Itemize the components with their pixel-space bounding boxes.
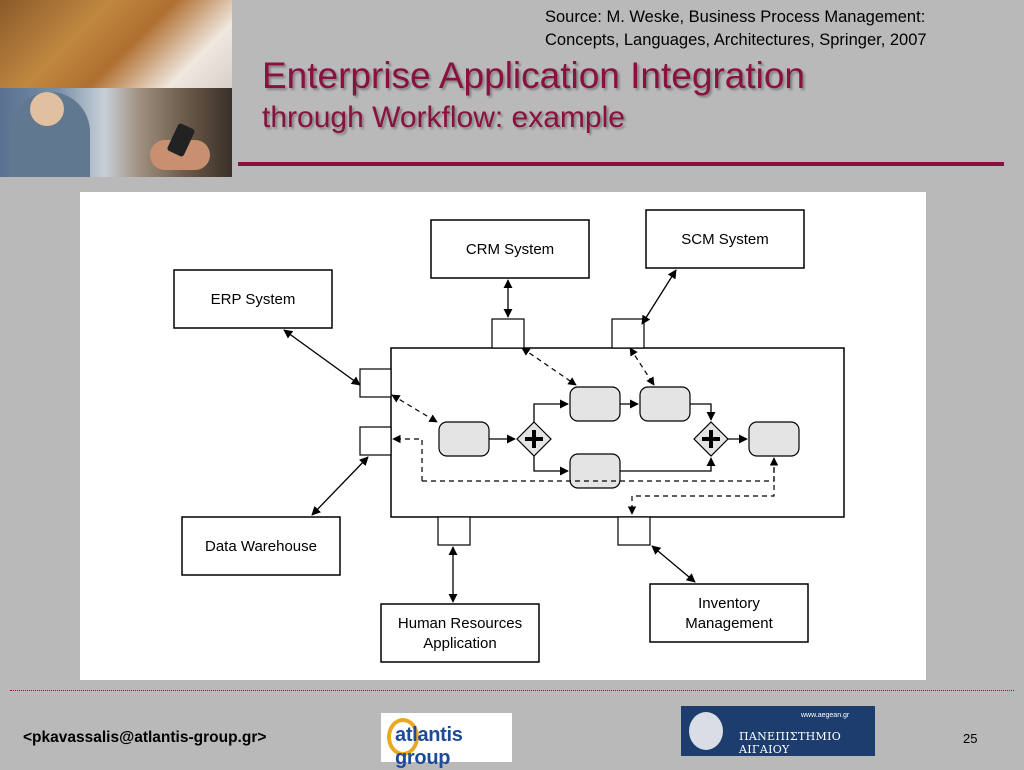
task-2 (569, 386, 621, 422)
task-3 (639, 386, 691, 422)
dw-port (359, 426, 392, 456)
hr-application-box: Human Resources Application (380, 603, 540, 663)
data-warehouse-label: Data Warehouse (205, 538, 317, 555)
erp-connector (283, 329, 361, 386)
diagram-panel: CRM System SCM System ERP System Data Wa… (80, 192, 926, 680)
atlantis-ring-icon (387, 718, 419, 756)
eai-workflow-diagram: CRM System SCM System ERP System Data Wa… (173, 209, 845, 663)
erp-system-box: ERP System (173, 269, 333, 329)
source-line-1: Source: M. Weske, Business Process Manag… (545, 8, 926, 26)
inventory-port (617, 516, 651, 546)
inventory-label-2: Management (685, 615, 773, 632)
author-email: <pkavassalis@atlantis-group.gr> (23, 729, 267, 746)
crm-system-label: CRM System (466, 241, 554, 258)
university-seal-icon (689, 712, 723, 750)
aegean-university-name: ΠΑΝΕΠΙΣΤΗΜΙΟ ΑΙΓΑΙΟΥ (739, 730, 842, 756)
page-number: 25 (963, 731, 978, 746)
header-photo-collage (0, 0, 232, 177)
slide-subtitle: through Workflow: example (262, 101, 625, 134)
task-5 (748, 421, 800, 457)
task-4 (569, 453, 621, 489)
control-flow (489, 399, 748, 476)
inventory-label-1: Inventory (698, 595, 760, 612)
data-flow (391, 347, 779, 515)
scm-system-label: SCM System (681, 231, 769, 248)
slide-title: Enterprise Application Integration (262, 55, 806, 96)
meeting-photo (0, 0, 232, 88)
title-divider (238, 162, 1004, 166)
task-1 (438, 421, 490, 457)
dw-connector (311, 456, 369, 516)
atlantis-logo-text: atlantis group (395, 724, 463, 769)
source-citation: Source: M. Weske, Business Process Manag… (545, 6, 1015, 52)
inventory-connector (651, 545, 696, 583)
crm-port (491, 318, 525, 349)
erp-port (359, 368, 392, 398)
hr-application-label-1: Human Resources (398, 615, 522, 632)
scm-connector (641, 269, 677, 325)
person-head (30, 92, 64, 126)
hr-port (437, 516, 471, 546)
source-line-2: Concepts, Languages, Architectures, Spri… (545, 31, 927, 49)
university-aegean-logo: www.aegean.gr ΠΑΝΕΠΙΣΤΗΜΙΟ ΑΙΓΑΙΟΥ (681, 706, 875, 756)
inventory-management-box: Inventory Management (649, 583, 809, 643)
parallel-join-gateway (693, 421, 729, 457)
aegean-url: www.aegean.gr (801, 712, 850, 719)
data-warehouse-box: Data Warehouse (181, 516, 341, 576)
scm-port (611, 318, 645, 349)
crm-system-box: CRM System (430, 219, 590, 279)
hr-application-label-2: Application (423, 635, 496, 652)
footer-divider (10, 690, 1014, 691)
scm-system-box: SCM System (645, 209, 805, 269)
erp-system-label: ERP System (211, 291, 296, 308)
atlantis-group-logo: atlantis group (381, 713, 512, 769)
